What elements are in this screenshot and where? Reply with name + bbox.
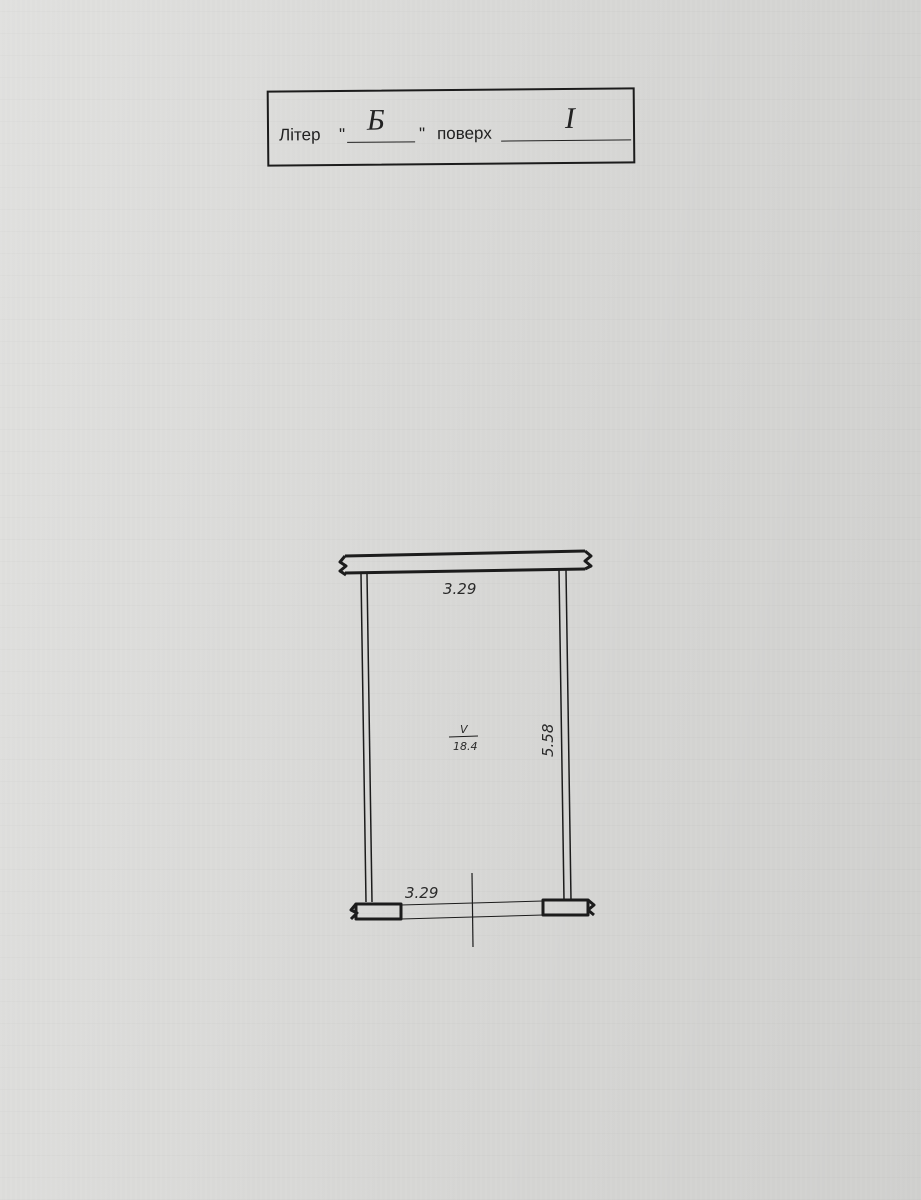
right-wall <box>558 569 572 901</box>
room-number: V <box>460 723 469 736</box>
axis-mark <box>471 872 474 948</box>
break-symbol-right <box>583 549 593 571</box>
room-area: 18.4 <box>453 740 478 753</box>
break-symbol-bottom-left <box>349 903 359 921</box>
room-fraction-line <box>448 735 479 738</box>
bottom-wall <box>349 872 596 948</box>
break-symbol-left <box>338 555 348 577</box>
dim-right-length: 5.58 <box>539 724 557 757</box>
top-wall <box>338 549 593 577</box>
dim-bottom-width: 3.29 <box>405 884 438 902</box>
wall-stub-left <box>354 902 403 921</box>
dim-top-width: 3.29 <box>443 580 476 598</box>
break-symbol-bottom-right <box>586 898 596 917</box>
wall-stub-right <box>541 898 590 917</box>
left-wall <box>360 573 373 903</box>
